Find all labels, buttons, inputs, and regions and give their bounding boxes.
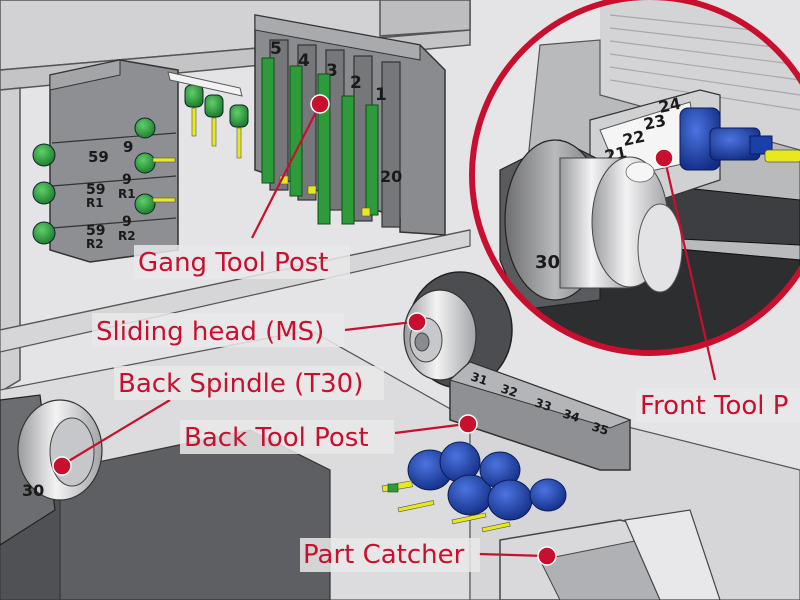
part-catcher xyxy=(499,509,721,600)
zoom-circle-border xyxy=(469,0,800,356)
station-number-33: 33 xyxy=(533,396,553,414)
sliding-head-dot xyxy=(407,312,427,332)
back-tool-post: 31 32 33 34 35 xyxy=(381,361,632,533)
front-spindle-number: 30 xyxy=(535,252,560,273)
back-station-numbers: 31 32 33 34 35 xyxy=(469,370,610,438)
label-back-tool-post: Back Tool Post xyxy=(184,423,369,453)
gang-turning-tools xyxy=(261,57,379,225)
station-number-22: 22 xyxy=(621,127,647,150)
label-front-tool-post: Front Tool P xyxy=(640,391,788,421)
tool-station-59r2-9r2: 59 R2 9 R2 xyxy=(86,214,136,251)
callout-dots xyxy=(52,94,674,566)
back-spindle-number: 30 xyxy=(22,481,44,500)
label-gang-tool-post: Gang Tool Post xyxy=(138,248,329,278)
tool-station-59r1-9r1: 59 R1 9 R1 xyxy=(86,172,136,210)
slot-number-5: 5 xyxy=(270,39,282,59)
label-back-spindle: Back Spindle (T30) xyxy=(118,369,363,399)
blue-tool-holders xyxy=(381,441,567,533)
slot-number-2: 2 xyxy=(350,73,362,93)
tool-variant-r1: R1 xyxy=(86,196,104,210)
part-catcher-dot xyxy=(537,546,557,566)
tool-number-59: 59 xyxy=(88,148,109,166)
callout-labels: Gang Tool Post Sliding head (MS) Back Sp… xyxy=(92,245,800,572)
tool-variant-r2-right: R2 xyxy=(118,229,136,243)
label-part-catcher: Part Catcher xyxy=(303,540,465,570)
back-tool-post-dot xyxy=(458,414,478,434)
front-blue-tool xyxy=(679,107,800,171)
tool-variant-r1-right: R1 xyxy=(118,187,136,201)
station-number-34: 34 xyxy=(561,407,581,425)
tool-station-59-9: 59 9 xyxy=(88,138,133,166)
station-number-24: 24 xyxy=(657,94,683,117)
tool-variant-r2: R2 xyxy=(86,237,104,251)
slot-number-1: 1 xyxy=(375,85,387,105)
tool-number-9r1: 9 xyxy=(122,172,132,188)
station-number-35: 35 xyxy=(590,420,610,438)
station-number-32: 32 xyxy=(499,382,519,400)
green-tool-holders xyxy=(32,71,249,245)
tool-number-59r2: 59 xyxy=(86,223,105,239)
gang-tool-post-dot xyxy=(310,94,330,114)
callout-leaders xyxy=(61,103,717,558)
label-sliding-head: Sliding head (MS) xyxy=(96,317,324,347)
tool-number-9: 9 xyxy=(123,138,133,156)
slot-number-3: 3 xyxy=(326,61,338,81)
back-spindle: 30 xyxy=(0,394,103,546)
front-tool-post-dot xyxy=(654,148,674,168)
station-number-31: 31 xyxy=(469,370,489,388)
back-spindle-dot xyxy=(52,456,72,476)
front-spindle: 30 xyxy=(499,139,683,311)
front-tool-post-zoom: 24 23 22 21 30 xyxy=(469,0,800,356)
tool-number-59r1: 59 xyxy=(86,182,105,198)
station-number-23: 23 xyxy=(642,111,668,134)
gang-slot-numbers: 5 4 3 2 1 20 xyxy=(270,39,402,186)
slot-number-20: 20 xyxy=(380,167,402,186)
tool-number-9r2: 9 xyxy=(122,214,132,230)
gang-tool-post: 59 9 59 R1 9 R1 59 R2 9 R2 xyxy=(32,14,446,263)
